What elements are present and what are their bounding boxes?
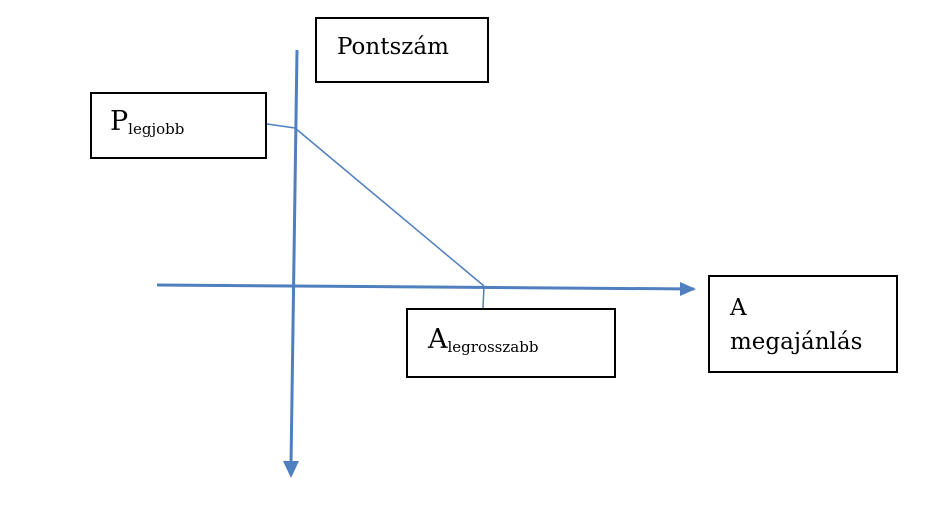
y-axis-label-box: Pontszám [315, 17, 489, 83]
y-axis [289, 49, 299, 466]
x-axis-label-line1: A [730, 295, 747, 321]
y-axis-arrow-icon [283, 461, 299, 478]
worst-point-main: A [428, 324, 448, 355]
worst-point-subscript: legrosszabb [447, 338, 539, 356]
x-axis-label-box: A megajánlás [708, 275, 898, 373]
x-axis [156, 283, 695, 291]
x-axis-label-line2: megajánlás [730, 329, 863, 355]
best-point-main: P [110, 106, 129, 137]
a-legrosszabb-connector [482, 285, 485, 309]
worst-point-label-box: Alegrosszabb [406, 308, 616, 378]
best-point-label-box: Plegjobb [90, 92, 267, 159]
x-axis-arrow-icon [680, 282, 696, 296]
p-legjobb-connector [266, 123, 296, 129]
best-point-subscript: legjobb [128, 120, 185, 138]
y-axis-label: Pontszám [337, 34, 449, 60]
scoring-line [294, 127, 485, 287]
